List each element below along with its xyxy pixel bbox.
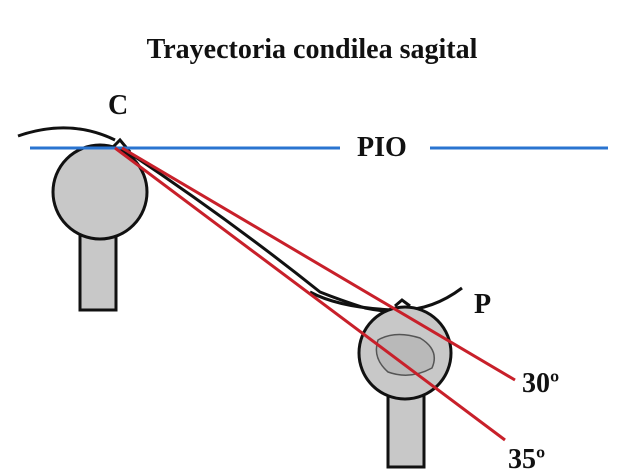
left-condyle-neck [78,233,118,312]
right-condyle-texture [375,333,435,376]
angle-35-label: 35º [508,444,545,475]
left-condyle-head [51,143,149,241]
left-glenoid-fossa-arc [17,126,116,142]
condyle-label-c: C [108,90,128,121]
pio-label: PIO [357,132,407,163]
right-glenoid-fossa-arc [309,286,463,312]
angle-30-line [121,146,516,382]
page-title: Trayectoria condilea sagital [147,34,478,65]
right-condyle-neck [386,393,426,469]
condyle-label-p: P [474,289,491,320]
angle-30-label: 30º [522,368,559,399]
angle-35-line [114,146,506,442]
right-condyle-tip [394,298,411,308]
